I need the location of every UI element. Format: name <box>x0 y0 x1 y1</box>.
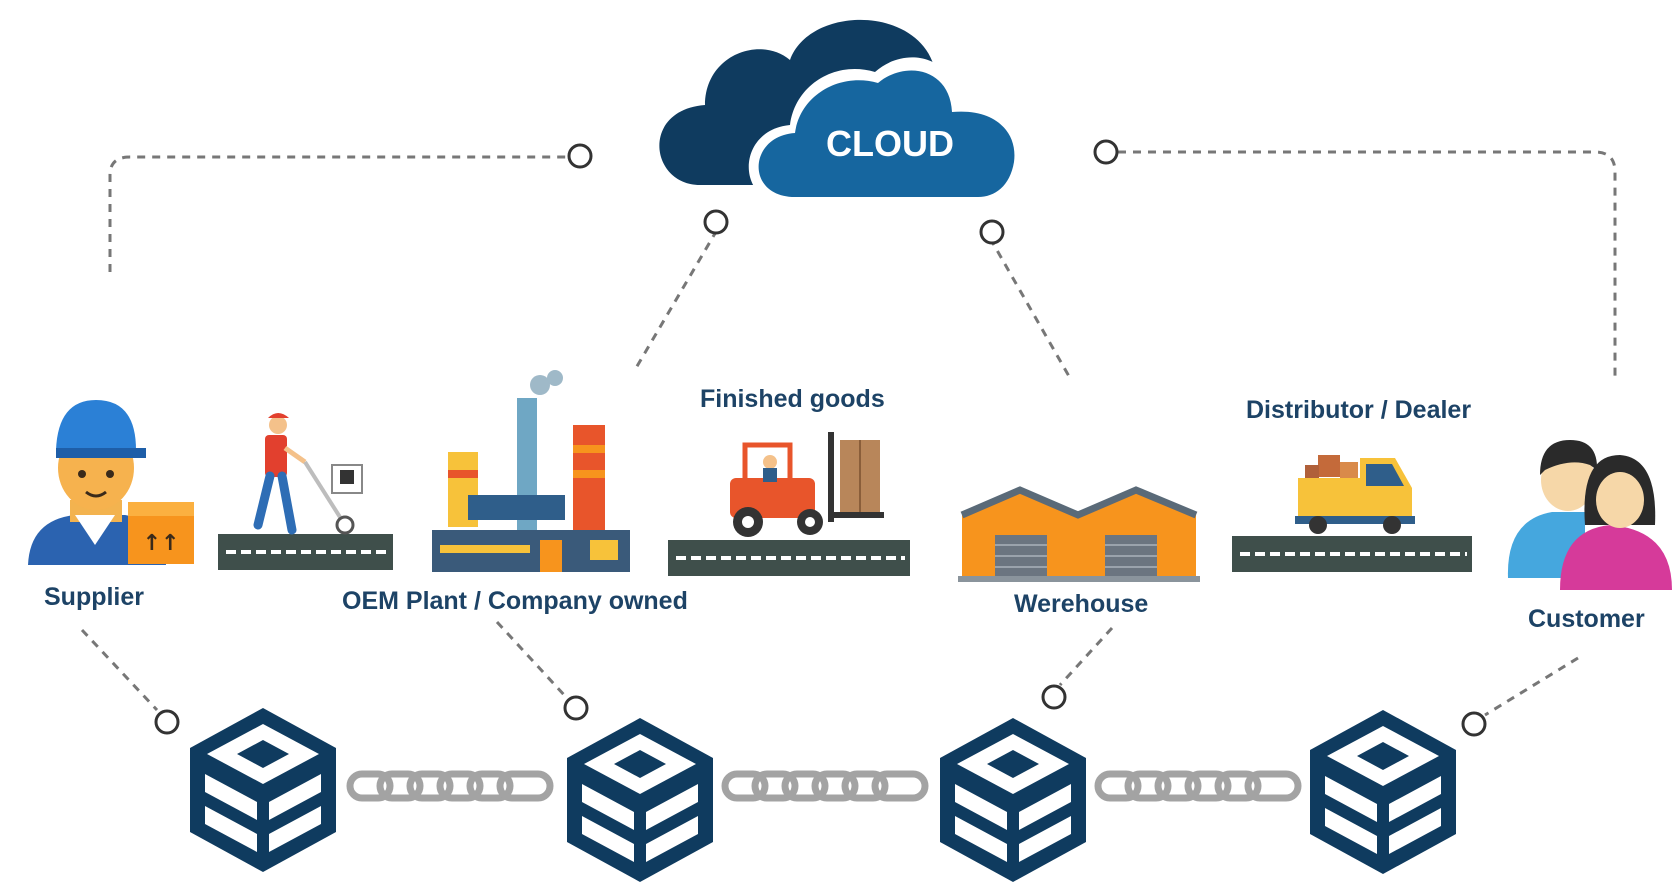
chain-links <box>346 770 1302 802</box>
blockchain-blocks <box>190 708 1456 882</box>
customer-couple-icon <box>1507 440 1672 590</box>
connector-supplier-cloud <box>108 155 568 272</box>
svg-text:↑↑: ↑↑ <box>143 531 180 556</box>
connector-cloud-warehouse <box>988 237 1072 379</box>
road-icon <box>1232 536 1472 572</box>
chain-icon <box>1094 770 1302 802</box>
road-icon <box>218 534 393 570</box>
supplier-label: Supplier <box>44 583 145 611</box>
node-circle <box>563 695 589 721</box>
box-icon: ↑↑ <box>128 502 194 564</box>
oem-plant-label: OEM Plant / Company owned <box>342 587 688 615</box>
distributor-label: Distributor / Dealer <box>1246 396 1472 424</box>
connector-supplier-block <box>80 628 159 712</box>
node-circle <box>1093 139 1119 165</box>
connector-oem-block <box>495 620 568 699</box>
node-circle <box>154 709 180 735</box>
worker-with-trolley-icon <box>253 413 363 535</box>
block-icon <box>1310 710 1456 874</box>
node-circle <box>1461 711 1487 737</box>
connector-cloud-customer <box>1118 150 1617 378</box>
road-segments <box>218 534 1472 576</box>
factory-icon <box>432 370 630 572</box>
forklift-icon <box>730 432 884 537</box>
connector-cloud-oem <box>634 229 719 369</box>
connector-customer-block <box>1484 656 1579 717</box>
customer-label: Customer <box>1528 605 1645 633</box>
warehouse-icon <box>958 486 1200 582</box>
truck-icon <box>1295 455 1415 534</box>
chain-icon <box>346 770 554 802</box>
node-circle <box>703 209 729 235</box>
road-icon <box>668 540 910 576</box>
cloud-icon: CLOUD <box>659 19 1026 205</box>
warehouse-label: Werehouse <box>1014 590 1149 618</box>
cloud-label: CLOUD <box>826 123 954 164</box>
block-icon <box>190 708 336 872</box>
finished-goods-label: Finished goods <box>700 385 885 413</box>
chain-icon <box>721 770 929 802</box>
block-icon <box>940 718 1086 882</box>
node-circle <box>1041 684 1067 710</box>
block-icon <box>567 718 713 882</box>
dashed-connectors <box>80 150 1617 717</box>
node-circle <box>567 143 593 169</box>
connector-nodes <box>154 139 1487 737</box>
node-circle <box>979 219 1005 245</box>
connector-warehouse-block <box>1058 626 1114 687</box>
